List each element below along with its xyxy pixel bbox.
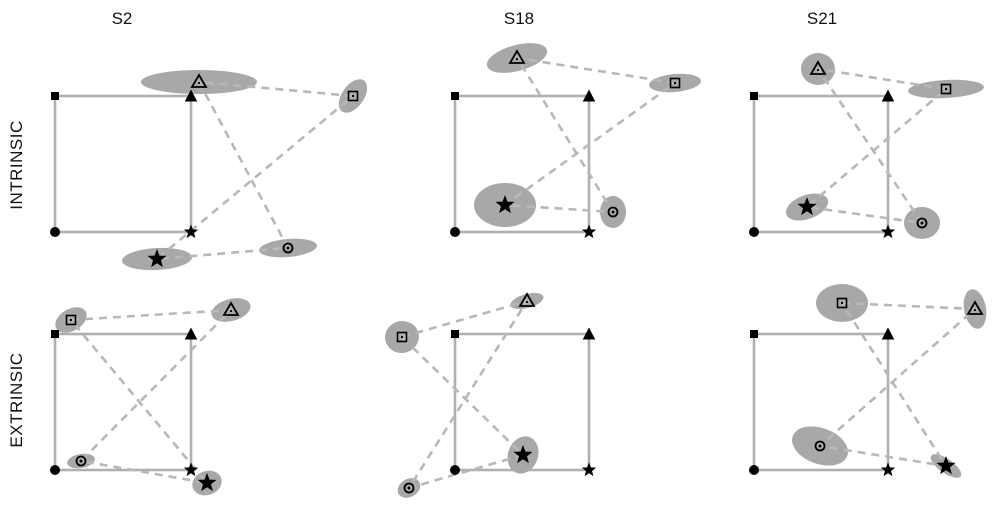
s18-intrinsic-estimate-star-marker [495,195,515,214]
s21-intrinsic-reference-star-marker [880,224,896,239]
s2-extrinsic-estimate-circle-marker [75,455,87,467]
s2-extrinsic-reference-square-marker [51,330,59,338]
column-title-s21: S21 [807,9,837,28]
s2-extrinsic-estimate-triangle-marker-dot [229,309,233,313]
panel-s18-intrinsic [450,43,701,239]
s21-intrinsic-estimate-circle-marker [916,217,928,229]
s21-intrinsic-reference-circle-marker [749,227,759,237]
s2-extrinsic-reference-triangle-marker [184,327,198,340]
s21-extrinsic-reference-triangle-marker [881,327,895,340]
s21-extrinsic-estimate-triangle-marker-dot [973,308,977,312]
s2-intrinsic-reference-square-marker [51,92,59,100]
s2-extrinsic-reference-circle-marker [50,465,60,475]
s2-extrinsic-estimate-circle-marker-dot [79,459,83,463]
panel-s21-extrinsic [749,284,987,478]
s2-intrinsic-estimate-star-marker [147,249,167,268]
s18-extrinsic-reference-star-marker [581,462,597,477]
s18-intrinsic-reference-triangle-marker [582,89,596,102]
s18-intrinsic-reference-circle-marker [450,227,460,237]
s21-intrinsic-reference-square [752,94,890,234]
s21-extrinsic-estimate-circle-marker-dot [818,444,822,448]
s21-extrinsic-estimate-square-marker [836,297,848,309]
s2-intrinsic-reference-triangle-marker [184,89,198,102]
s18-extrinsic-estimate-circle-marker-dot [407,486,411,490]
s2-extrinsic-reference-star-marker [183,462,199,477]
s2-extrinsic-estimate-triangle-marker [222,301,240,316]
s2-extrinsic-estimate-star-marker [197,473,217,492]
s21-intrinsic-estimate-star-marker [797,197,817,216]
s21-extrinsic-reference-star-marker [880,462,896,477]
s2-intrinsic-estimate-circle-marker-dot [286,246,290,250]
s21-intrinsic-estimate-square-marker [940,83,952,95]
s21-extrinsic-reference-square [752,332,890,472]
s21-extrinsic-estimate-triangle-marker [966,300,984,315]
s18-extrinsic-estimate-triangle-marker [518,292,536,307]
s2-extrinsic-reference-square [53,332,193,472]
s18-extrinsic-reference-triangle-marker [582,327,596,340]
s2-extrinsic-estimate-square-marker-dot [70,319,72,321]
s18-extrinsic-reference-square-marker [451,330,459,338]
s21-extrinsic-estimate-star-marker [936,456,956,475]
column-title-s2: S2 [112,9,133,28]
s18-extrinsic-estimate-square-marker [396,331,408,343]
s18-intrinsic-estimate-circle-marker-dot [611,210,615,214]
s18-intrinsic-estimate-square-marker-dot [674,82,676,84]
s18-extrinsic-reference-circle-marker [450,465,460,475]
s2-extrinsic-estimate-outline [68,308,235,485]
s18-intrinsic-reference-star-marker [581,224,597,239]
s2-intrinsic-reference-circle-marker [50,227,60,237]
s21-extrinsic-estimate-square-marker-dot [841,302,843,304]
s2-intrinsic-reference-square [53,94,193,234]
row-title-intrinsic: INTRINSIC [7,120,26,210]
s21-intrinsic-estimate-triangle-marker [809,60,827,75]
s18-extrinsic-estimate-outline [399,298,530,491]
row-title-extrinsic: EXTRINSIC [7,352,26,447]
s2-intrinsic-reference-star-marker [183,224,199,239]
s18-intrinsic-estimate-triangle-marker-dot [515,57,519,61]
s21-extrinsic-estimate-circle-marker [814,440,826,452]
s2-intrinsic-estimate-circle-marker [282,242,294,254]
s2-intrinsic-estimate-triangle-marker [190,73,208,88]
s21-intrinsic-reference-triangle-marker [881,89,895,102]
column-title-s18: S18 [504,9,534,28]
s18-intrinsic-estimate-square-marker [669,77,681,89]
panel-s21-intrinsic [749,53,984,239]
s2-intrinsic-estimate-triangle-marker-dot [197,81,201,85]
s21-intrinsic-estimate-circle-marker-dot [920,221,924,225]
panel-s2-intrinsic [50,70,368,271]
s18-extrinsic-estimate-square-marker-dot [401,336,403,338]
s18-intrinsic-reference-square-marker [451,92,459,100]
s18-extrinsic-estimate-star-marker [513,445,533,464]
s18-intrinsic-reference-square [453,94,591,234]
s2-intrinsic-estimate-square-marker-dot [352,95,354,97]
s21-extrinsic-reference-square-marker [750,330,758,338]
s21-intrinsic-estimate-square-marker-dot [945,88,947,90]
s18-intrinsic-estimate-triangle-marker [508,49,526,64]
panel-s2-extrinsic [50,298,251,496]
s18-extrinsic-estimate-circle-marker [403,482,415,494]
s21-intrinsic-estimate-triangle-marker-dot [816,68,820,72]
s21-intrinsic-reference-square-marker [750,92,758,100]
s18-intrinsic-estimate-circle-marker [607,206,619,218]
s2-intrinsic-estimate-square-marker [347,90,359,102]
s18-extrinsic-estimate-triangle-marker-dot [525,300,529,304]
s2-extrinsic-estimate-square-marker [65,314,77,326]
panel-s18-extrinsic [385,292,597,498]
s21-extrinsic-reference-circle-marker [749,465,759,475]
